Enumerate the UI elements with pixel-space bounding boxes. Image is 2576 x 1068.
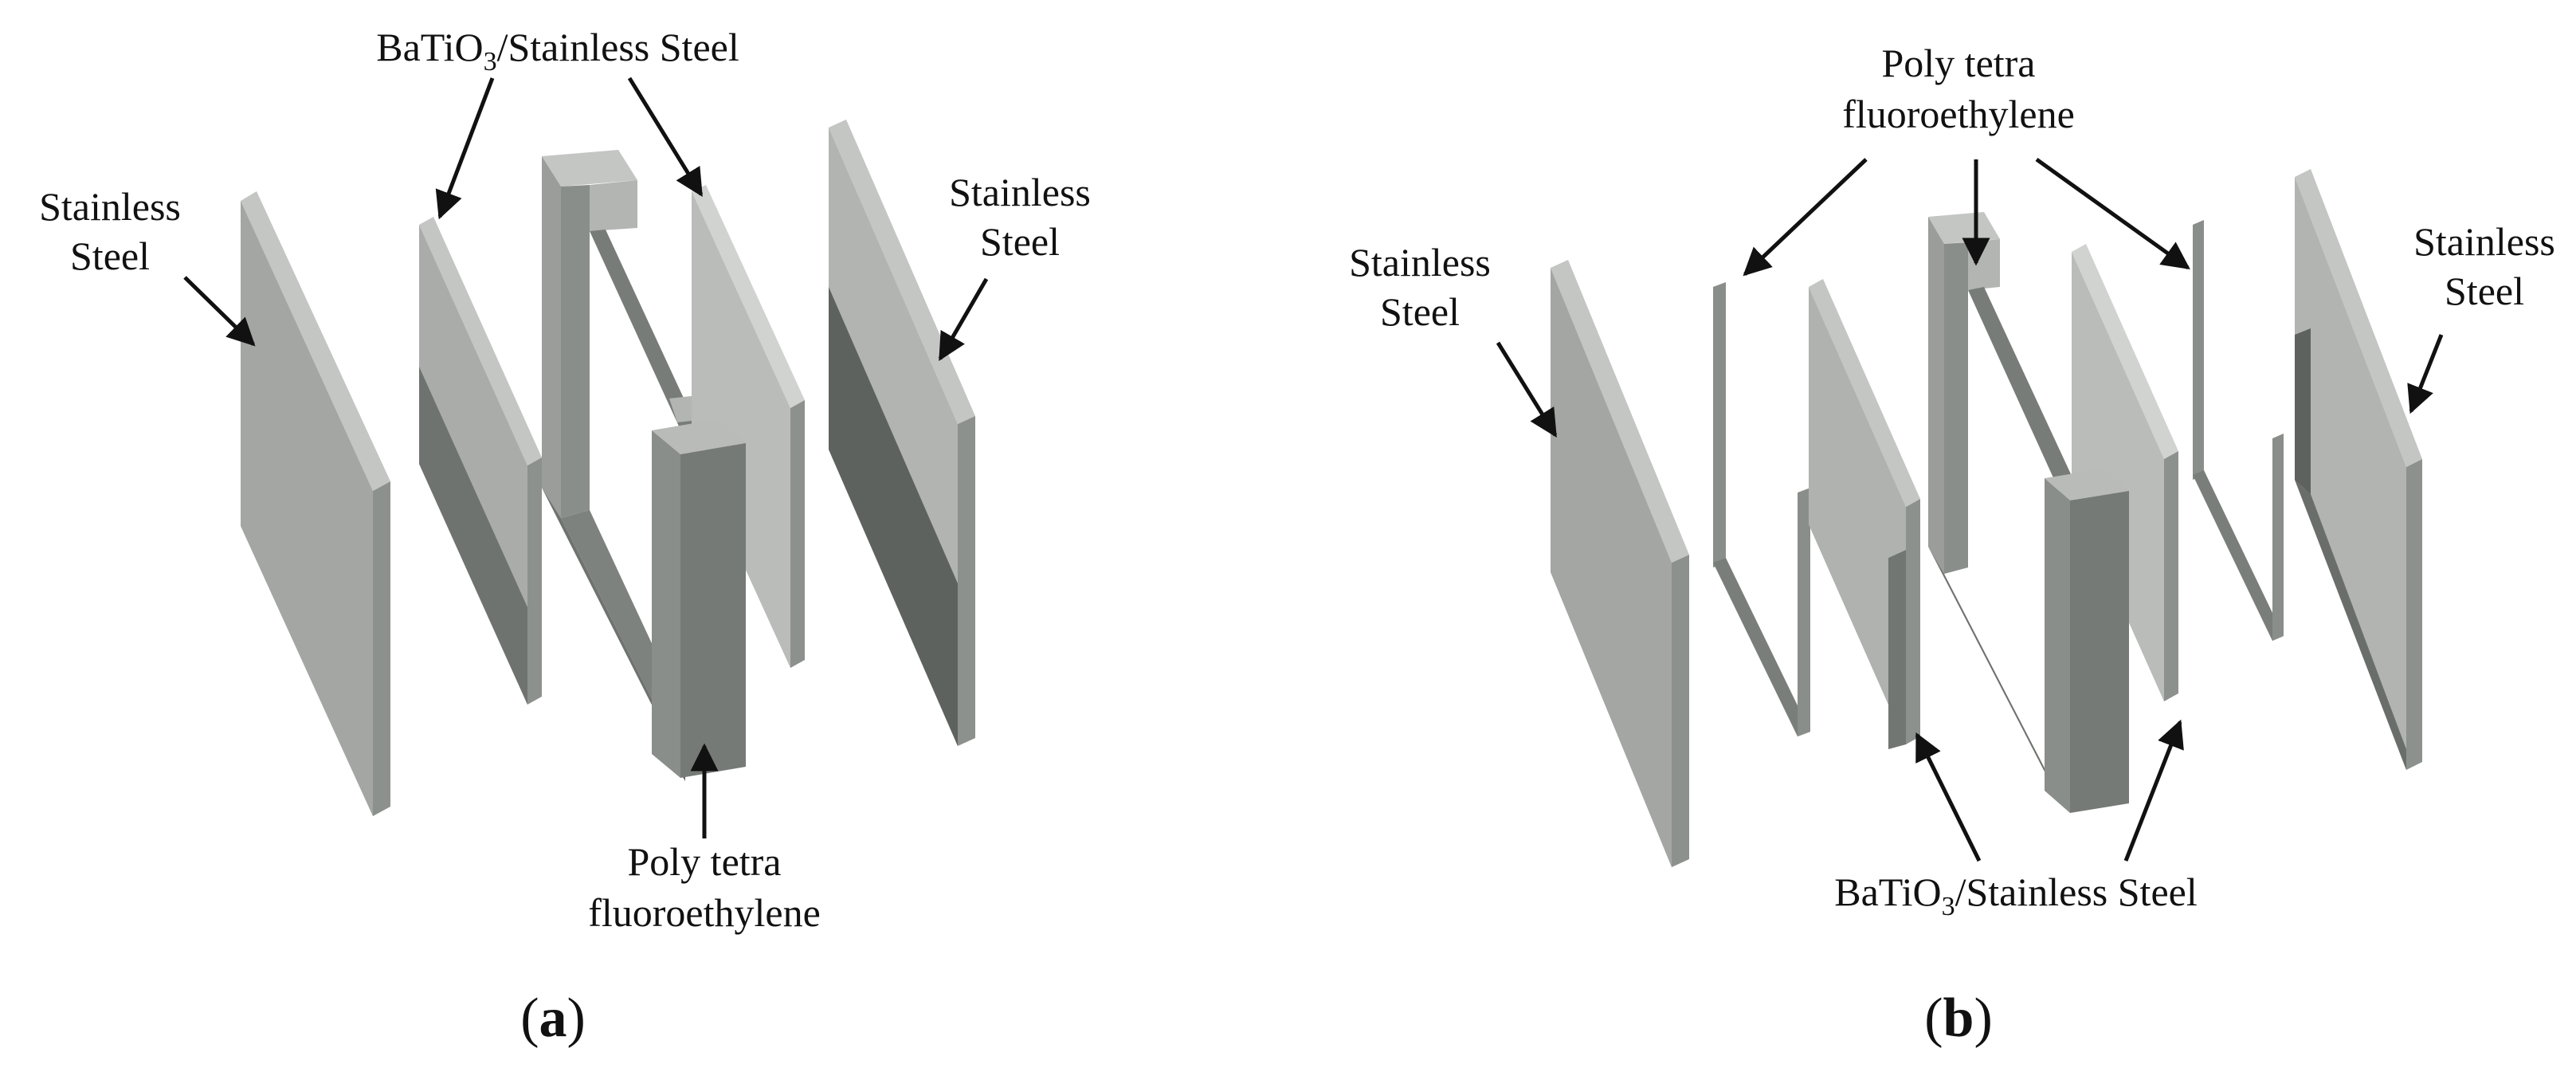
arrow-steel-left-a <box>183 276 256 347</box>
batio3-steel-plate-left-a <box>419 217 542 705</box>
arrow-batio3-right-a <box>627 77 704 197</box>
caption-a: (a) <box>520 988 586 1049</box>
label-batio3-b: BaTiO3/Stainless Steel <box>1834 870 2197 921</box>
stainless-steel-plate-right-b <box>2295 169 2422 770</box>
ptfe-bar-b <box>2045 469 2129 813</box>
ptfe-gasket-left-b <box>1713 282 1810 736</box>
batio3-steel-plate-right-b <box>2072 244 2178 701</box>
stainless-steel-plate-left-b <box>1551 260 1689 867</box>
ptfe-bar-a <box>652 419 746 778</box>
batio3-steel-plate-right-a <box>692 185 805 668</box>
stainless-steel-plate-left-a <box>241 191 390 816</box>
arrow-batio3-left-a <box>435 77 495 220</box>
arrow-batio3-right-b <box>2123 719 2184 862</box>
batio3-steel-plate-left-b <box>1809 279 1920 749</box>
stainless-steel-plate-right-a <box>829 120 975 746</box>
arrow-steel-left-b <box>1496 341 1558 438</box>
label-batio3-a: BaTiO3/Stainless Steel <box>376 25 739 77</box>
arrow-ptfe-left-b <box>1743 158 1868 277</box>
arrow-steel-right-b <box>2407 334 2444 414</box>
caption-b: (b) <box>1924 988 1993 1049</box>
arrow-steel-right-a <box>938 277 989 362</box>
arrow-ptfe-right-b <box>2035 157 2190 270</box>
ptfe-frame-b <box>1928 212 2088 805</box>
ptfe-gasket-right-b <box>2193 220 2284 641</box>
arrow-batio3-left-b <box>1915 732 1982 862</box>
